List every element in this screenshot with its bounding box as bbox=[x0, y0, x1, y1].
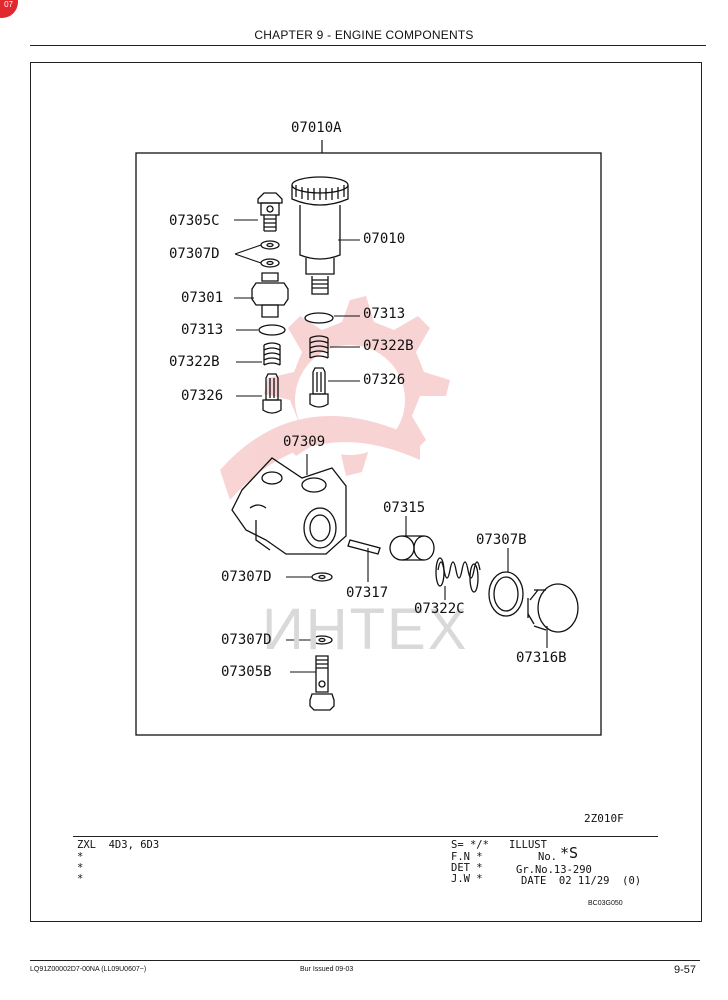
spring-right bbox=[309, 335, 329, 359]
label-07010: 07010 bbox=[363, 231, 406, 247]
leader-lines bbox=[234, 219, 548, 673]
document-code: LQ91Z00002D7-00NA (LL09U0607~) bbox=[30, 966, 147, 973]
fn-line: F.N * bbox=[451, 851, 483, 863]
label-07313-left: 07313 bbox=[181, 322, 224, 338]
washer-mid bbox=[311, 572, 333, 582]
label-07307d-mid: 07307D bbox=[221, 569, 272, 585]
plug-07316b bbox=[527, 583, 579, 633]
star-1: * bbox=[77, 851, 84, 863]
o-ring-right bbox=[304, 312, 334, 324]
footer-rule bbox=[30, 960, 700, 961]
o-ring-left bbox=[258, 324, 286, 336]
label-07305b: 07305B bbox=[221, 664, 272, 680]
watermark-gear bbox=[220, 296, 450, 500]
page-frame bbox=[30, 62, 702, 922]
washer-top-1 bbox=[260, 240, 280, 250]
label-07307d-low: 07307D bbox=[221, 632, 272, 648]
label-07307b: 07307B bbox=[476, 532, 527, 548]
valve-left bbox=[262, 373, 282, 414]
label-07307d-top: 07307D bbox=[169, 246, 220, 262]
label-07315: 07315 bbox=[383, 500, 426, 516]
det-line: DET * bbox=[451, 862, 483, 874]
label-07316b: 07316B bbox=[516, 650, 567, 666]
sleeve-07315 bbox=[389, 535, 435, 561]
star-3: * bbox=[77, 873, 84, 885]
label-07322b-right: 07322B bbox=[363, 338, 414, 354]
label-07301: 07301 bbox=[181, 290, 224, 306]
priming-pump-07010 bbox=[291, 176, 349, 295]
no-label: No. bbox=[538, 851, 557, 863]
page-number: 9-57 bbox=[674, 964, 697, 976]
label-07322b-left: 07322B bbox=[169, 354, 220, 370]
date-line: DATE 02 11/29 (0) bbox=[521, 875, 642, 887]
gasket-07307b bbox=[488, 571, 524, 617]
label-07317: 07317 bbox=[346, 585, 389, 601]
figure-reference: 2Z010F bbox=[584, 812, 624, 825]
chapter-title: CHAPTER 9 - ENGINE COMPONENTS bbox=[254, 28, 474, 42]
s-line: S= */* bbox=[451, 839, 489, 851]
label-07305c: 07305C bbox=[169, 213, 220, 229]
label-07309: 07309 bbox=[283, 434, 326, 450]
fitting-07301 bbox=[251, 272, 289, 318]
washer-top-2 bbox=[260, 258, 280, 268]
watermark-text: ИНТЕХ bbox=[262, 597, 469, 662]
label-07322c: 07322C bbox=[414, 601, 465, 617]
label-07326-left: 07326 bbox=[181, 388, 224, 404]
corner-badge-text: 07 bbox=[4, 0, 13, 9]
illust-label: ILLUST bbox=[509, 839, 547, 851]
group-number: Gr.No.13-290 bbox=[516, 864, 592, 876]
title-block-rule bbox=[73, 836, 658, 837]
diagram-border bbox=[135, 152, 602, 736]
banjo-bolt-07305c bbox=[257, 192, 283, 232]
valve-right bbox=[309, 367, 329, 408]
banjo-bolt-07305b bbox=[309, 655, 335, 711]
jw-line: J.W * bbox=[451, 873, 483, 885]
pin-07317 bbox=[347, 539, 381, 555]
drawing-code: BC03G050 bbox=[588, 900, 623, 907]
star-2: * bbox=[77, 862, 84, 874]
no-value: *S bbox=[560, 844, 579, 862]
spring-left bbox=[263, 342, 281, 366]
label-assembly-07010a: 07010A bbox=[291, 120, 342, 136]
model-line: ZXL 4D3, 6D3 bbox=[77, 839, 160, 851]
pump-body-07309 bbox=[231, 457, 347, 555]
label-07326-right: 07326 bbox=[363, 372, 406, 388]
label-07313-right: 07313 bbox=[363, 306, 406, 322]
header-rule bbox=[30, 45, 706, 46]
issue-info: Bur Issued 09-03 bbox=[300, 966, 354, 973]
